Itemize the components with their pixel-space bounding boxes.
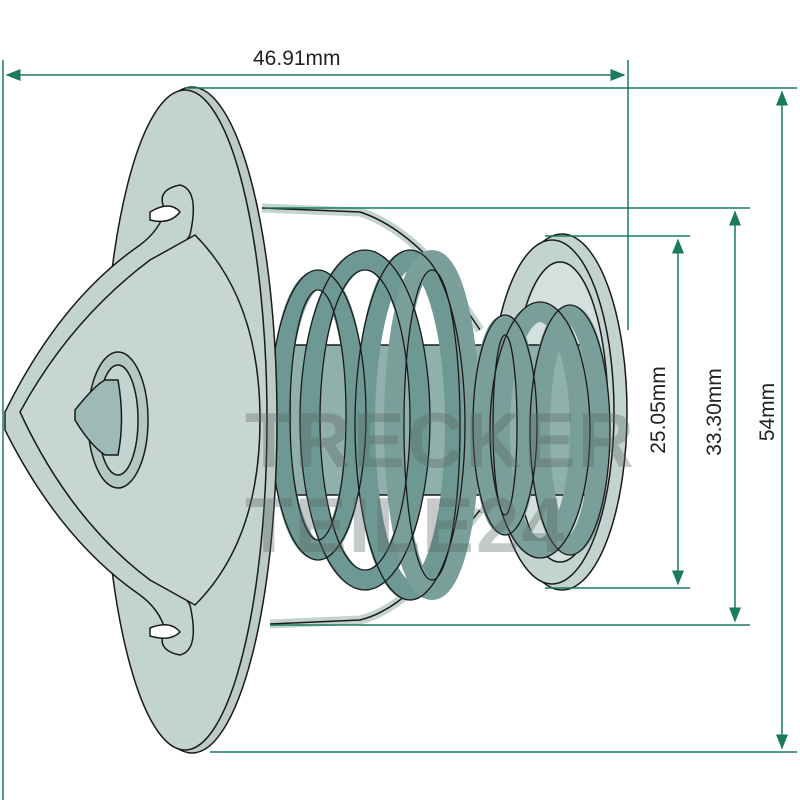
- watermark-line2: TEILE24: [245, 481, 567, 569]
- dim-cage-diameter: 33.30mm: [703, 368, 726, 456]
- dim-valve-diameter: 25.05mm: [647, 366, 670, 454]
- dimension-lines: [2, 60, 797, 800]
- dim-flange-diameter: 54mm: [756, 382, 779, 442]
- watermark-line1: TRECKER: [245, 396, 637, 484]
- dim-overall-length: 46.91mm: [253, 47, 341, 70]
- flange: [4, 86, 278, 754]
- spring-coils: [270, 250, 610, 600]
